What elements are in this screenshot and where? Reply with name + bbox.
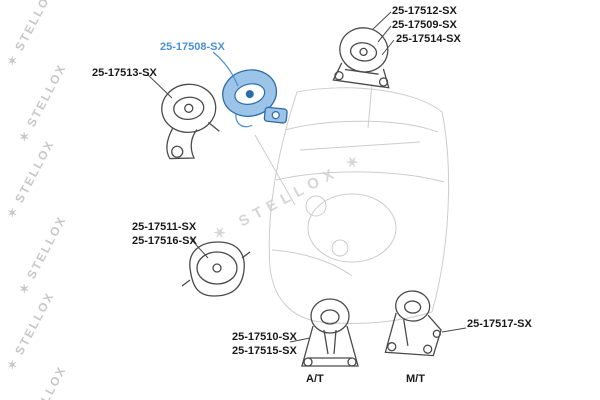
transmission-label-at: A/T <box>306 373 324 385</box>
mount-drawing-17511 <box>181 241 251 297</box>
part-label-25-17515-sx[interactable]: 25-17515-SX <box>232 345 297 357</box>
part-label-25-17509-sx[interactable]: 25-17509-SX <box>392 19 457 31</box>
part-label-25-17512-sx[interactable]: 25-17512-SX <box>392 5 457 17</box>
part-label-25-17510-sx[interactable]: 25-17510-SX <box>232 331 297 343</box>
mount-drawing-17517-mt <box>384 290 442 357</box>
part-label-25-17513-sx[interactable]: 25-17513-SX <box>92 67 157 79</box>
mount-drawing-17508-selected[interactable] <box>218 64 290 135</box>
mount-drawing-17513 <box>161 83 220 160</box>
mount-drawing-17512 <box>332 27 390 89</box>
leader-line-17508 <box>212 51 239 87</box>
part-label-25-17516-sx[interactable]: 25-17516-SX <box>132 235 197 247</box>
part-label-25-17517-sx[interactable]: 25-17517-SX <box>467 318 532 330</box>
mount-drawing-17510-at <box>301 298 359 367</box>
transmission-label-mt: M/T <box>406 373 425 385</box>
leader-lines <box>146 11 467 343</box>
part-label-25-17514-sx[interactable]: 25-17514-SX <box>396 33 461 45</box>
car-outline <box>254 83 450 325</box>
part-label-25-17508-sx-selected[interactable]: 25-17508-SX <box>160 41 225 53</box>
part-label-25-17511-sx[interactable]: 25-17511-SX <box>132 221 197 233</box>
